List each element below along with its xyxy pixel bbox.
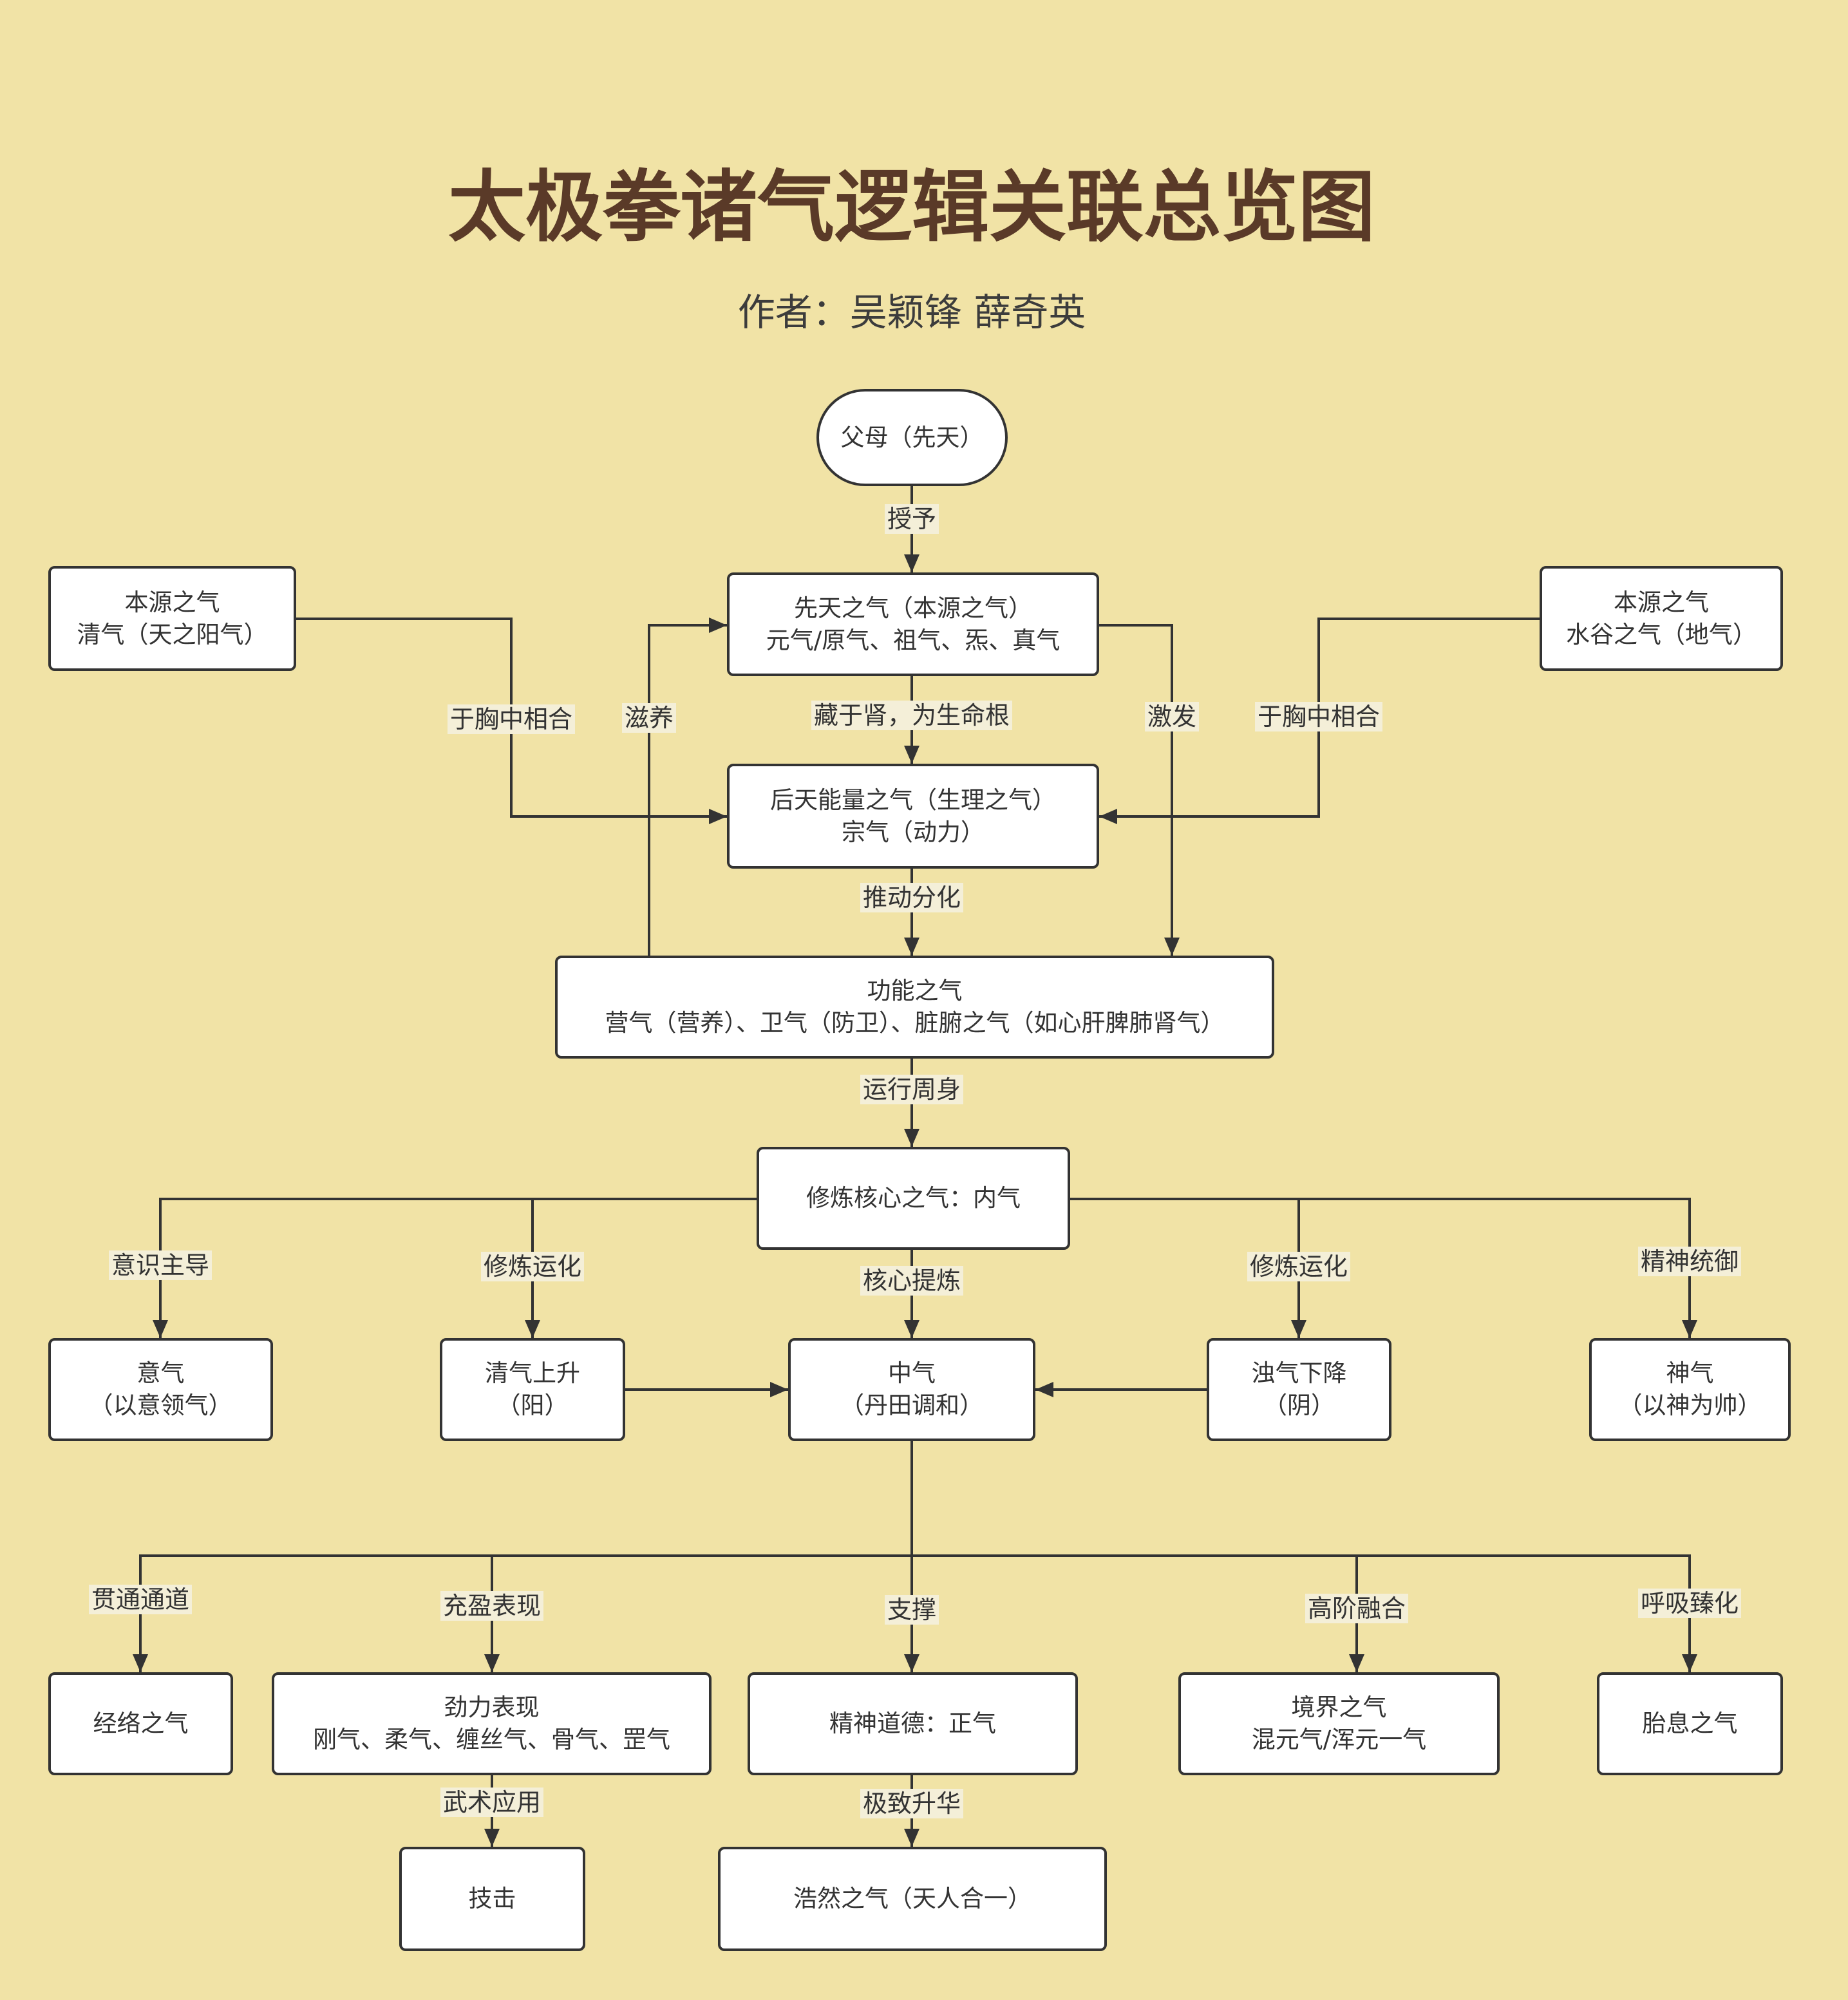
node-zhengqi: 精神道德：正气 xyxy=(748,1672,1078,1775)
node-jingjie: 境界之气 混元气/浑元一气 xyxy=(1178,1672,1500,1775)
node-jiji-line-1: 技击 xyxy=(468,1885,516,1912)
node-gongneng: 功能之气 营气（营养）、卫气（防卫）、脏腑之气（如心肝脾肺肾气） xyxy=(555,956,1274,1059)
edge-zhongqi-to-taixi xyxy=(912,1554,1697,1672)
edge-neiqi-to-yiqi xyxy=(153,1198,757,1338)
node-benyuan-shuigu: 本源之气 水谷之气（地气） xyxy=(1540,566,1783,671)
edge-label-neiqi-to-zhuoqi: 修炼运化 xyxy=(1247,1252,1351,1281)
node-xiantian-line-2: 元气/原气、祖气、炁、真气 xyxy=(766,626,1061,654)
node-haoran-line-1: 浩然之气（天人合一） xyxy=(793,1885,1032,1912)
node-benyuan-shuigu-line-2: 水谷之气（地气） xyxy=(1566,620,1757,648)
edge-label-zhongqi-to-jingjie: 高阶融合 xyxy=(1305,1594,1409,1623)
node-gongneng-line-2: 营气（营养）、卫气（防卫）、脏腑之气（如心肝脾肺肾气） xyxy=(605,1009,1225,1037)
page-title: 太极拳诸气逻辑关联总览图 xyxy=(448,163,1375,252)
node-zhongqi: 中气 （丹田调和） xyxy=(788,1338,1035,1441)
edge-label-neiqi-to-zhongqi: 核心提炼 xyxy=(860,1266,964,1296)
node-yiqi: 意气 （以意领气） xyxy=(48,1338,273,1441)
node-taixi: 胎息之气 xyxy=(1597,1672,1783,1775)
node-zhuoqi-down: 浊气下降 （阴） xyxy=(1207,1338,1391,1441)
edge-label-shuigu-to-houtian: 于胸中相合 xyxy=(1254,702,1383,731)
node-jinli-line-1: 劲力表现 xyxy=(444,1693,540,1721)
node-zhongqi-line-2: （丹田调和） xyxy=(840,1392,983,1419)
edge-xiantian-to-gongneng xyxy=(1099,624,1180,956)
node-xiantian-line-1: 先天之气（本源之气） xyxy=(794,594,1032,622)
node-jinli-line-2: 刚气、柔气、缠丝气、骨气、罡气 xyxy=(313,1726,670,1753)
node-benyuan-qing-line-2: 清气（天之阳气） xyxy=(77,620,268,648)
node-jingluo: 经络之气 xyxy=(48,1672,233,1775)
node-shenqi: 神气 （以神为帅） xyxy=(1589,1338,1791,1441)
node-shenqi-line-1: 神气 xyxy=(1666,1359,1714,1387)
edge-gongneng-to-xiantian xyxy=(648,618,727,956)
node-benyuan-qing: 本源之气 清气（天之阳气） xyxy=(48,566,296,671)
page-subtitle: 作者：吴颖锋 薛奇英 xyxy=(737,290,1086,334)
edge-label-neiqi-to-shenqi: 精神统御 xyxy=(1637,1247,1742,1276)
edge-label-qing-to-houtian: 于胸中相合 xyxy=(447,704,576,734)
edge-label-jinli-to-jiji: 武术应用 xyxy=(440,1788,544,1817)
node-jingluo-line-1: 经络之气 xyxy=(93,1710,189,1737)
node-qingqi-up-line-2: （阳） xyxy=(496,1392,569,1419)
edge-label-gongneng-to-neiqi: 运行周身 xyxy=(860,1075,964,1104)
node-jinli: 劲力表现 刚气、柔气、缠丝气、骨气、罡气 xyxy=(272,1672,712,1775)
edge-neiqi-to-shenqi xyxy=(1070,1198,1697,1338)
node-zhuoqi-down-line-1: 浊气下降 xyxy=(1251,1359,1347,1387)
node-parents: 父母（先天） xyxy=(816,389,1008,486)
node-benyuan-qing-line-1: 本源之气 xyxy=(124,588,220,616)
node-haoran: 浩然之气（天人合一） xyxy=(718,1847,1107,1951)
edge-label-houtian-to-gongneng: 推动分化 xyxy=(860,883,964,912)
node-shenqi-line-2: （以神为帅） xyxy=(1618,1392,1762,1419)
node-taixi-line-1: 胎息之气 xyxy=(1642,1710,1738,1737)
node-zhengqi-line-1: 精神道德：正气 xyxy=(829,1710,996,1737)
node-qingqi-up-line-1: 清气上升 xyxy=(485,1359,580,1387)
node-zhuoqi-down-line-2: （阴） xyxy=(1263,1392,1335,1419)
edge-label-zhongqi-to-taixi: 呼吸臻化 xyxy=(1637,1589,1742,1618)
node-neiqi-line-1: 修炼核心之气：内气 xyxy=(806,1184,1021,1212)
edge-label-gongneng-to-xiantian: 滋养 xyxy=(621,703,677,733)
node-jingjie-line-2: 混元气/浑元一气 xyxy=(1251,1726,1427,1753)
node-houtian-line-1: 后天能量之气（生理之气） xyxy=(770,786,1056,814)
edge-label-zhengqi-to-haoran: 极致升华 xyxy=(860,1789,964,1818)
node-jingjie-line-1: 境界之气 xyxy=(1291,1693,1387,1721)
node-neiqi: 修炼核心之气：内气 xyxy=(757,1147,1070,1250)
edge-zhongqi-to-jingluo xyxy=(133,1554,912,1672)
node-parents-line-1: 父母（先天） xyxy=(840,423,984,451)
node-houtian-line-2: 宗气（动力） xyxy=(842,818,985,846)
node-yiqi-line-2: （以意领气） xyxy=(89,1392,232,1419)
edge-label-zhongqi-to-zhengqi: 支撑 xyxy=(884,1595,939,1625)
node-gongneng-line-1: 功能之气 xyxy=(867,977,963,1005)
node-benyuan-shuigu-line-1: 本源之气 xyxy=(1614,588,1709,616)
edge-label-zhongqi-to-jinli: 充盈表现 xyxy=(440,1591,544,1621)
edge-label-parents-to-xiantian: 授予 xyxy=(884,504,939,534)
node-qingqi-up: 清气上升 （阳） xyxy=(440,1338,625,1441)
edge-label-neiqi-to-qingqi: 修炼运化 xyxy=(480,1252,585,1281)
node-jiji: 技击 xyxy=(399,1847,585,1951)
node-zhongqi-line-1: 中气 xyxy=(888,1359,936,1387)
node-yiqi-line-1: 意气 xyxy=(137,1359,185,1387)
node-xiantian: 先天之气（本源之气） 元气/原气、祖气、炁、真气 xyxy=(727,572,1099,676)
edge-label-xiantian-to-gongneng: 激发 xyxy=(1144,702,1200,731)
edge-label-zhongqi-to-jingluo: 贯通通道 xyxy=(88,1585,193,1614)
edge-label-neiqi-to-yiqi: 意识主导 xyxy=(108,1250,212,1280)
edge-label-xiantian-to-houtian: 藏于肾，为生命根 xyxy=(811,701,1013,730)
node-houtian: 后天能量之气（生理之气） 宗气（动力） xyxy=(727,764,1099,869)
